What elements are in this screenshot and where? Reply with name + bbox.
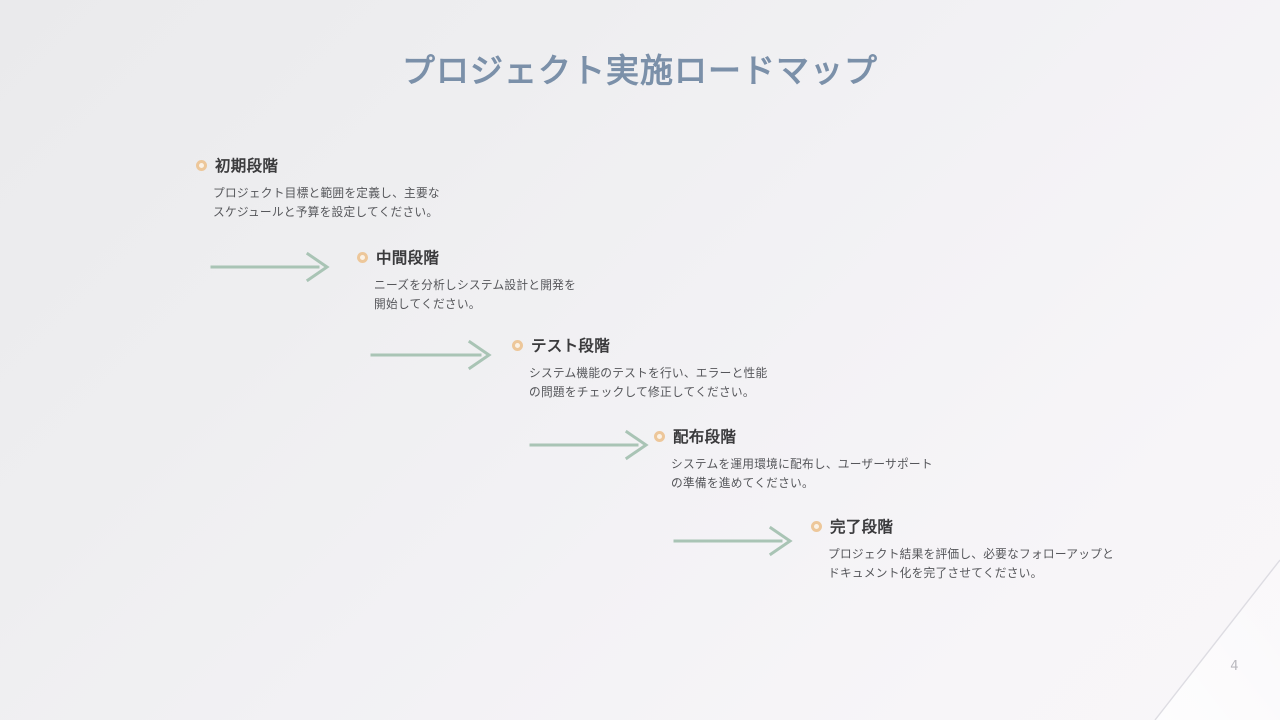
roadmap-step: テスト段階 システム機能のテストを行い、エラーと性能 の問題をチェックして修正し…: [512, 335, 767, 402]
step-header: 完了段階: [811, 516, 1114, 536]
step-description: ニーズを分析しシステム設計と開発を 開始してください。: [374, 278, 577, 311]
step-description: プロジェクト結果を評価し、必要なフォローアップと ドキュメント化を完了させてくだ…: [828, 547, 1115, 580]
roadmap-step: 中間段階 ニーズを分析しシステム設計と開発を 開始してください。: [357, 247, 576, 314]
roadmap-step: 完了段階 プロジェクト結果を評価し、必要なフォローアップと ドキュメント化を完了…: [811, 516, 1114, 583]
page-title: プロジェクト実施ロードマップ: [402, 51, 878, 90]
step-description: システム機能のテストを行い、エラーと性能 の問題をチェックして修正してください。: [529, 366, 768, 399]
ring-bullet-icon: [357, 251, 368, 263]
step-header: 配布段階: [654, 426, 933, 446]
step-header: 中間段階: [357, 247, 576, 267]
right-arrow-icon: [370, 339, 492, 371]
roadmap-step: 配布段階 システムを運用環境に配布し、ユーザーサポート の準備を進めてください。: [654, 426, 933, 493]
step-title: 配布段階: [673, 428, 737, 446]
ring-bullet-icon: [811, 520, 822, 532]
step-description: システムを運用環境に配布し、ユーザーサポート の準備を進めてください。: [671, 457, 933, 490]
page-number: 4: [1230, 659, 1239, 674]
ring-bullet-icon: [654, 430, 665, 442]
step-header: テスト段階: [512, 335, 767, 355]
step-title: テスト段階: [531, 337, 611, 355]
step-title: 初期段階: [215, 157, 279, 175]
right-arrow-icon: [673, 525, 793, 557]
right-arrow-icon: [210, 251, 330, 283]
roadmap-step: 初期段階 プロジェクト目標と範囲を定義し、主要な スケジュールと予算を設定してく…: [196, 155, 440, 222]
step-description: プロジェクト目標と範囲を定義し、主要な スケジュールと予算を設定してください。: [213, 186, 440, 219]
right-arrow-icon: [529, 429, 649, 461]
step-header: 初期段階: [196, 155, 440, 175]
ring-bullet-icon: [512, 339, 523, 351]
step-title: 中間段階: [376, 249, 440, 267]
step-title: 完了段階: [830, 518, 894, 536]
ring-bullet-icon: [196, 159, 207, 171]
